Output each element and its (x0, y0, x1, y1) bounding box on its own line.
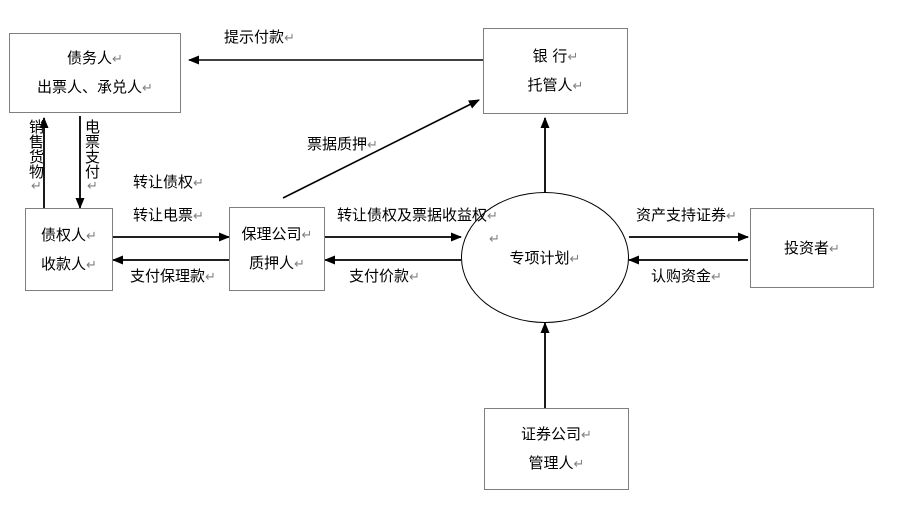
edge-label-presentment: 提示付款↵ (224, 28, 295, 46)
edge-label-subscription-funds: 认购资金↵ (651, 267, 722, 285)
return-mark-icon: ↵ (112, 52, 123, 68)
edge-label-transfer-claim-and-bill-rights: 转让债权及票据收益权↵↵ (337, 206, 500, 248)
bank-box[interactable]: 银 行↵ 托管人↵ (483, 28, 628, 114)
creditor-label-1: 债权人↵ (41, 225, 97, 244)
investor-label: 投资者↵ (784, 238, 840, 257)
return-mark-icon: ↵ (86, 257, 97, 273)
return-mark-icon: ↵ (829, 241, 840, 257)
edge-label-pay-price: 支付价款↵ (349, 267, 420, 285)
return-mark-icon: ↵ (581, 428, 592, 444)
securities-label-2: 管理人↵ (528, 454, 585, 472)
edge-label-pay-factoring: 支付保理款↵ (130, 267, 216, 285)
return-mark-icon: ↵ (489, 232, 500, 248)
securities-company-box[interactable]: 证券公司↵ 管理人↵ (484, 408, 629, 490)
debtor-box[interactable]: 债务人↵ 出票人、承兑人↵ (9, 33, 181, 113)
return-mark-icon: ↵ (301, 228, 313, 244)
special-plan-ellipse[interactable]: 专项计划↵ (461, 192, 629, 323)
edge-label-sell-goods: 销售货物↵ (27, 119, 45, 194)
return-mark-icon: ↵ (726, 209, 737, 224)
debtor-label-1: 债务人↵ (67, 49, 123, 68)
return-mark-icon: ↵ (567, 50, 579, 66)
return-mark-icon: ↵ (572, 79, 584, 94)
bank-label-2: 托管人↵ (527, 76, 584, 94)
return-mark-icon: ↵ (409, 270, 420, 285)
edge-label-transfer-bill: 转让电票↵ (133, 206, 204, 224)
return-mark-icon: ↵ (205, 270, 216, 285)
return-mark-icon: ↵ (367, 138, 378, 153)
factoring-company-box[interactable]: 保理公司↵ 质押人↵ (229, 207, 325, 291)
return-mark-icon: ↵ (487, 209, 498, 224)
securities-label-1: 证券公司↵ (521, 425, 592, 444)
return-mark-icon: ↵ (573, 457, 585, 472)
factoring-label-1: 保理公司↵ (241, 225, 313, 244)
debtor-label-2: 出票人、承兑人↵ (37, 78, 153, 96)
creditor-label-2: 收款人↵ (41, 254, 97, 273)
return-mark-icon: ↵ (294, 257, 305, 272)
edge-label-bill-pledge: 票据质押↵ (307, 135, 378, 153)
return-mark-icon: ↵ (284, 31, 295, 46)
edge-label-transfer-claim: 转让债权↵ (133, 173, 204, 191)
return-mark-icon: ↵ (193, 209, 204, 224)
factoring-label-2: 质押人↵ (249, 254, 305, 272)
investor-box[interactable]: 投资者↵ (750, 208, 874, 288)
edge-label-abs: 资产支持证券↵ (636, 206, 737, 224)
return-mark-icon: ↵ (711, 270, 722, 285)
return-mark-icon: ↵ (569, 252, 581, 267)
special-plan-label: 专项计划↵ (509, 249, 581, 267)
edge-label-bill-payment: 电票支付↵ (83, 119, 101, 194)
return-mark-icon: ↵ (29, 179, 44, 194)
return-mark-icon: ↵ (193, 176, 204, 191)
bank-label-1: 银 行↵ (532, 47, 579, 66)
return-mark-icon: ↵ (86, 228, 97, 244)
return-mark-icon: ↵ (142, 81, 153, 96)
return-mark-icon: ↵ (85, 179, 100, 194)
creditor-box[interactable]: 债权人↵ 收款人↵ (25, 208, 113, 291)
